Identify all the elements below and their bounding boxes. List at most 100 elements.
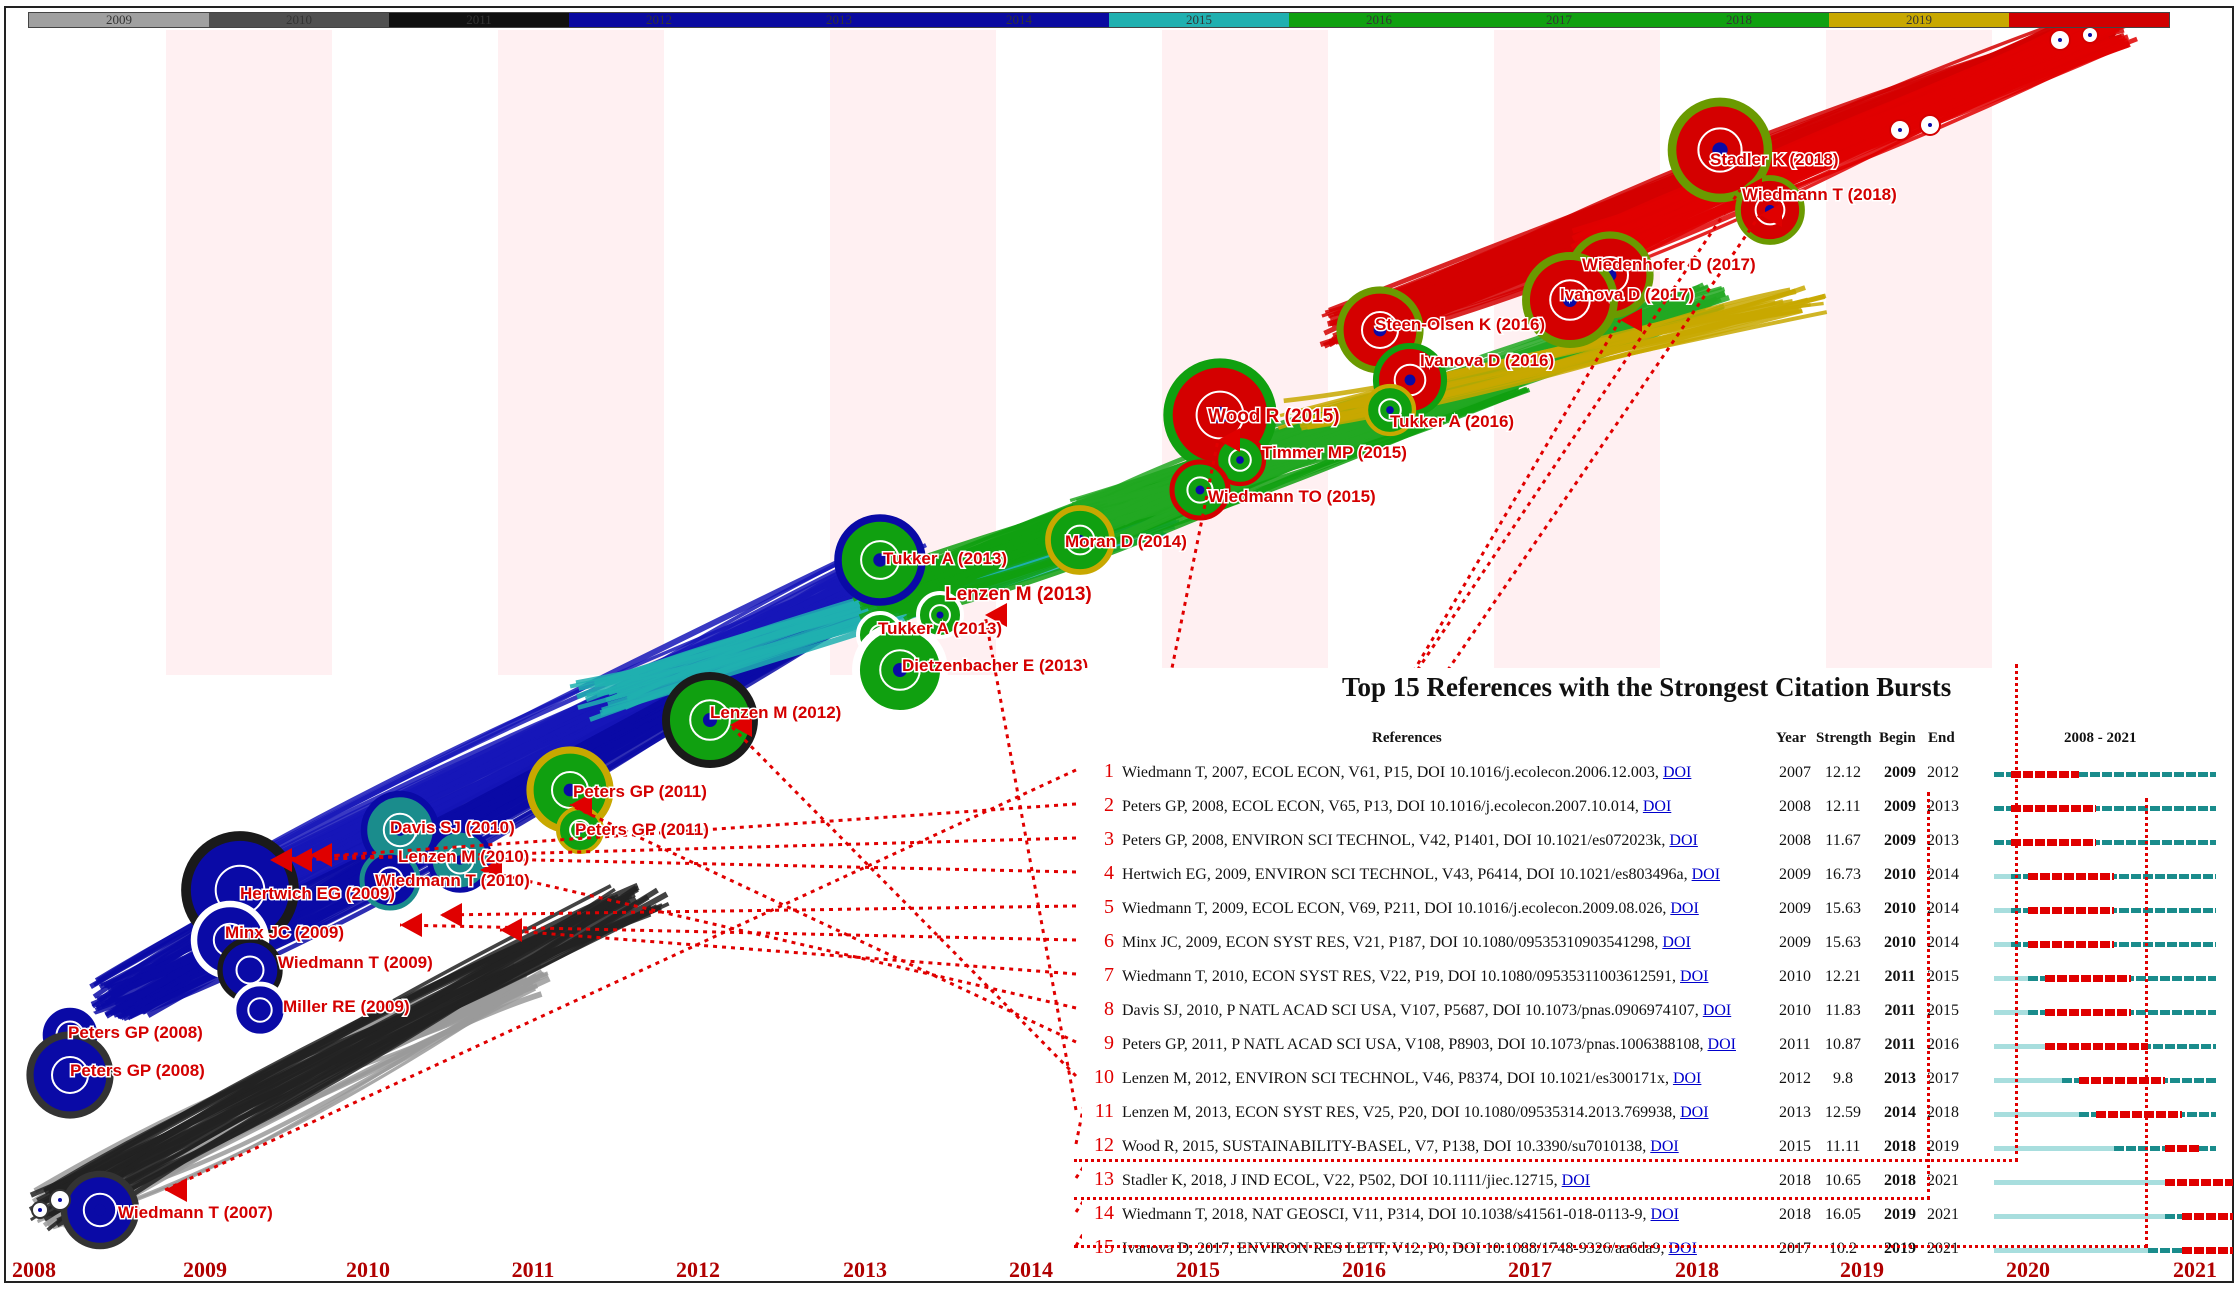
arrow-head <box>165 1178 187 1202</box>
doi-link[interactable]: DOI <box>1561 1172 1591 1189</box>
doi-link[interactable]: DOI <box>1691 866 1721 883</box>
doi-link[interactable]: DOI <box>1662 764 1692 781</box>
begin-cell: 2019 <box>1884 1240 1916 1257</box>
row-index: 13 <box>1094 1168 1114 1190</box>
reference-cell: Lenzen M, 2013, ECON SYST RES, V25, P20,… <box>1122 1104 1709 1122</box>
doi-link[interactable]: DOI <box>1650 1138 1679 1155</box>
reference-cell: Peters GP, 2011, P NATL ACAD SCI USA, V1… <box>1122 1036 1736 1054</box>
burst-bar <box>2181 1213 2234 1220</box>
active-bar <box>2011 874 2216 879</box>
doi-link[interactable]: DOI <box>1662 934 1691 951</box>
node-label: Tukker A (2013) <box>883 549 1007 568</box>
year-stripe <box>1162 30 1328 675</box>
citation-link <box>1283 289 1797 404</box>
end-cell: 2014 <box>1927 934 1959 951</box>
reference-text: Wood R, 2015, SUSTAINABILITY-BASEL, V7, … <box>1122 1138 1651 1155</box>
node-label: Dietzenbacher E (2013) <box>902 656 1088 675</box>
reference-cell: Minx JC, 2009, ECON SYST RES, V21, P187,… <box>1122 934 1691 952</box>
row-index: 9 <box>1104 1032 1114 1054</box>
reference-text: Peters GP, 2008, ECOL ECON, V65, P13, DO… <box>1122 798 1643 815</box>
reference-node <box>231 981 289 1039</box>
node-label: Davis SJ (2010) <box>390 818 515 837</box>
colorbar-segment: 2018 <box>1649 13 1829 27</box>
end-cell: 2019 <box>1927 1138 1959 1155</box>
strength-cell: 9.8 <box>1833 1070 1853 1087</box>
node-label: Ivanova D (2016) <box>1420 351 1554 370</box>
colorbar-segment: 2011 <box>389 13 569 27</box>
reference-text: Hertwich EG, 2009, ENVIRON SCI TECHNOL, … <box>1122 866 1692 883</box>
year-tick-label: 2021 <box>2173 1257 2217 1282</box>
strength-cell: 15.63 <box>1825 934 1861 951</box>
node-label: Peters GP (2008) <box>68 1023 203 1042</box>
begin-cell: 2018 <box>1884 1172 1916 1189</box>
burst-bar <box>2028 907 2114 914</box>
doi-link[interactable]: DOI <box>1680 1104 1709 1121</box>
reference-node <box>1045 505 1115 575</box>
row-index: 6 <box>1104 930 1114 952</box>
reference-cell: Ivanova D, 2017, ENVIRON RES LETT, V12, … <box>1122 1240 1697 1258</box>
doi-link[interactable]: DOI <box>1669 832 1698 849</box>
year-cell: 2009 <box>1779 934 1811 951</box>
leader-line <box>499 928 1077 976</box>
node-label: Lenzen M (2010) <box>398 847 529 866</box>
reference-cell: Davis SJ, 2010, P NATL ACAD SCI USA, V10… <box>1122 1002 1731 1020</box>
doi-link[interactable]: DOI <box>1702 1002 1732 1019</box>
begin-cell: 2010 <box>1884 900 1916 917</box>
doi-link[interactable]: DOI <box>1707 1036 1736 1053</box>
end-cell: 2012 <box>1927 764 1959 781</box>
node-label: Wood R (2015) <box>1208 406 1340 427</box>
reference-node <box>49 1189 71 1211</box>
node-label: Peters GP (2011) <box>573 782 707 801</box>
node-label: Wiedmann T (2009) <box>278 953 433 972</box>
node-labels: Stadler K (2018)Wiedmann T (2018)Wiedenh… <box>67 149 1899 1224</box>
doi-link[interactable]: DOI <box>1642 798 1672 815</box>
begin-cell: 2009 <box>1884 798 1916 815</box>
end-cell: 2013 <box>1927 832 1959 849</box>
node-label: Tukker A (2013) <box>878 619 1002 638</box>
doi-link[interactable]: DOI <box>1668 1240 1697 1257</box>
begin-cell: 2013 <box>1884 1070 1916 1087</box>
active-bar <box>1994 840 2216 845</box>
strength-cell: 16.05 <box>1825 1206 1861 1223</box>
strength-cell: 16.73 <box>1825 866 1861 883</box>
row-index: 15 <box>1094 1236 1114 1258</box>
node-label: Ivanova D (2017) <box>1560 285 1694 304</box>
colorbar-segment: 2013 <box>749 13 929 27</box>
doi-link[interactable]: DOI <box>1672 1070 1702 1087</box>
doi-link[interactable]: DOI <box>1680 968 1709 985</box>
year-tick-label: 2011 <box>512 1257 555 1282</box>
arrow-head <box>310 843 332 867</box>
row-index: 14 <box>1094 1202 1114 1224</box>
end-cell: 2017 <box>1927 1070 1959 1087</box>
strength-cell: 11.67 <box>1825 832 1861 849</box>
year-cell: 2018 <box>1779 1172 1811 1189</box>
strength-cell: 11.11 <box>1825 1138 1861 1155</box>
begin-cell: 2011 <box>1884 968 1916 985</box>
colorbar-segment: 2017 <box>1469 13 1649 27</box>
year-tick-label: 2014 <box>1009 1257 1053 1282</box>
pre-publication-bar <box>1994 1044 2046 1049</box>
arrow-head <box>480 858 502 882</box>
node-label: Minx JC (2009) <box>225 923 344 942</box>
year-tick-label: 2020 <box>2006 1257 2050 1282</box>
node-label: Timmer MP (2015) <box>1262 443 1407 462</box>
year-tick-label: 2016 <box>1342 1257 1386 1282</box>
strength-cell: 11.83 <box>1825 1002 1861 1019</box>
end-cell: 2016 <box>1927 1036 1959 1053</box>
reference-node <box>1889 119 1911 141</box>
doi-link[interactable]: DOI <box>1650 1206 1679 1223</box>
begin-cell: 2010 <box>1884 866 1916 883</box>
reference-node <box>916 591 964 639</box>
reference-node <box>852 622 948 718</box>
reference-text: Minx JC, 2009, ECON SYST RES, V21, P187,… <box>1122 934 1663 951</box>
burst-bar <box>2045 1009 2131 1016</box>
node-label: Miller RE (2009) <box>283 997 410 1016</box>
arrow-head <box>1218 428 1240 452</box>
doi-link[interactable]: DOI <box>1670 900 1699 917</box>
burst-bar <box>2011 839 2097 846</box>
year-tick-label: 2018 <box>1675 1257 1719 1282</box>
